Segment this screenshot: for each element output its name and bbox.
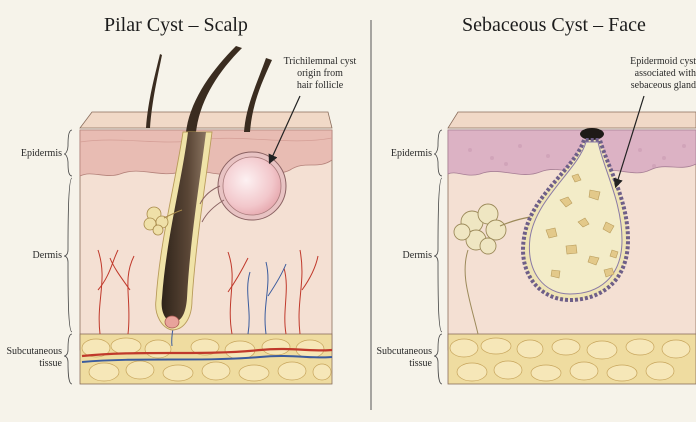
right-skin-top: [448, 112, 696, 128]
right-annotation-line-3: sebaceous gland: [614, 80, 696, 92]
left-annotation-line-3: hair follicle: [270, 80, 370, 92]
left-annotation: Trichilemmal cyst origin from hair folli…: [270, 56, 370, 92]
right-panel-block: [434, 96, 696, 384]
right-label-tissue: tissue: [372, 358, 432, 369]
left-label-epidermis: Epidermis: [0, 148, 62, 159]
right-annotation-line-1: Epidermoid cyst: [614, 56, 696, 68]
left-annotation-line-2: origin from: [270, 68, 370, 80]
hair-papilla: [165, 316, 179, 328]
right-annotation-line-2: associated with: [614, 68, 696, 80]
right-label-subcutaneous: Subcutaneous: [372, 346, 432, 357]
left-label-dermis: Dermis: [0, 250, 62, 261]
right-annotation: Epidermoid cyst associated with sebaceou…: [614, 56, 696, 92]
right-label-dermis: Dermis: [372, 250, 432, 261]
left-annotation-line-1: Trichilemmal cyst: [270, 56, 370, 68]
left-panel-title: Pilar Cyst – Scalp: [104, 14, 248, 37]
right-label-epidermis: Epidermis: [372, 148, 432, 159]
right-panel-title: Sebaceous Cyst – Face: [462, 14, 646, 37]
left-skin-top: [80, 112, 332, 128]
left-panel-block: [64, 46, 332, 384]
left-label-tissue: tissue: [0, 358, 62, 369]
left-label-subcutaneous: Subcutaneous: [0, 346, 62, 357]
